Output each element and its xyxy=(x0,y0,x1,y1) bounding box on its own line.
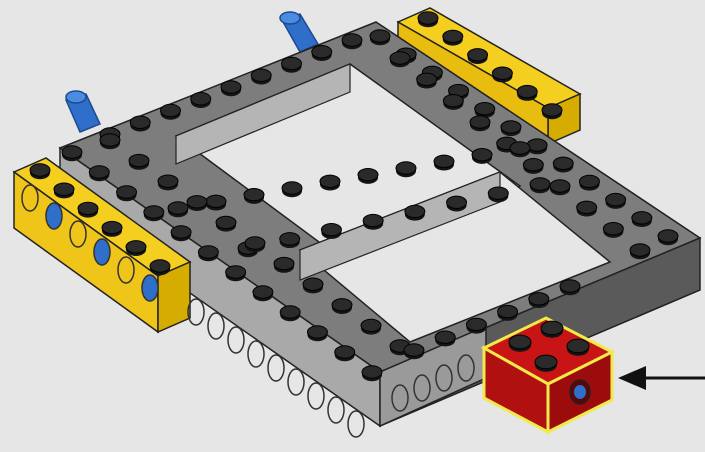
stud-icon xyxy=(468,49,488,64)
stud-icon xyxy=(150,260,170,275)
stud-icon xyxy=(78,202,98,217)
stud-icon xyxy=(470,116,490,131)
stud-icon xyxy=(100,134,120,149)
stud-icon xyxy=(321,224,341,239)
stud-icon xyxy=(658,230,678,245)
stud-icon xyxy=(630,244,650,259)
stud-icon xyxy=(54,183,74,198)
stud-icon xyxy=(335,346,355,361)
stud-icon xyxy=(606,193,626,208)
stud-icon xyxy=(541,321,563,338)
stud-icon xyxy=(405,205,425,220)
stud-icon xyxy=(358,168,378,183)
stud-icon xyxy=(488,187,508,202)
stud-icon xyxy=(161,104,181,119)
stud-icon xyxy=(307,326,327,341)
stud-icon xyxy=(362,366,382,381)
stud-icon xyxy=(579,175,599,190)
stud-icon xyxy=(498,305,518,320)
stud-icon xyxy=(418,12,438,27)
stud-icon xyxy=(245,237,265,252)
stud-icon xyxy=(542,104,562,119)
stud-icon xyxy=(529,293,549,308)
stud-icon xyxy=(577,201,597,216)
stud-icon xyxy=(472,148,492,163)
stud-icon xyxy=(102,221,122,236)
beam-hole xyxy=(46,203,62,229)
stud-icon xyxy=(523,158,543,173)
stud-icon xyxy=(130,116,150,131)
stud-icon xyxy=(553,157,573,172)
red-brick-hole xyxy=(570,380,590,404)
stud-icon xyxy=(191,93,211,108)
stud-icon xyxy=(390,52,410,67)
stud-icon xyxy=(251,69,271,84)
stud-icon xyxy=(417,73,437,88)
stud-icon xyxy=(226,266,246,281)
stud-icon xyxy=(206,195,226,210)
stud-icon xyxy=(530,178,550,193)
beam-hole xyxy=(94,239,110,265)
stud-icon xyxy=(370,30,390,45)
stud-icon xyxy=(447,196,467,211)
stud-icon xyxy=(443,94,463,109)
stud-icon xyxy=(361,319,381,334)
stud-icon xyxy=(535,355,557,372)
stud-icon xyxy=(253,286,273,301)
stud-icon xyxy=(550,180,570,195)
stud-icon xyxy=(158,175,178,190)
stud-icon xyxy=(303,278,323,293)
stud-icon xyxy=(89,166,109,181)
stud-icon xyxy=(443,30,463,45)
stud-icon xyxy=(144,206,164,221)
stud-icon xyxy=(396,162,416,177)
stud-icon xyxy=(62,146,82,161)
stud-icon xyxy=(244,188,264,203)
stud-icon xyxy=(363,214,383,229)
stud-icon xyxy=(282,182,302,197)
beam-hole xyxy=(142,275,158,301)
stud-icon xyxy=(117,186,137,201)
stud-icon xyxy=(560,280,580,295)
stud-icon xyxy=(187,196,207,211)
stud-icon xyxy=(168,202,188,217)
stud-icon xyxy=(129,154,149,169)
stud-icon xyxy=(501,121,521,136)
stud-icon xyxy=(466,318,486,333)
stud-icon xyxy=(171,226,191,241)
stud-icon xyxy=(312,46,332,61)
stud-icon xyxy=(434,155,454,170)
stud-icon xyxy=(510,142,530,157)
stud-icon xyxy=(282,57,302,72)
stud-icon xyxy=(280,306,300,321)
stud-icon xyxy=(332,299,352,314)
stud-icon xyxy=(435,331,455,346)
stud-icon xyxy=(567,339,589,356)
stud-icon xyxy=(126,241,146,256)
stud-icon xyxy=(216,216,236,231)
stud-icon xyxy=(30,164,50,179)
stud-icon xyxy=(509,335,531,352)
stud-icon xyxy=(320,175,340,190)
stud-icon xyxy=(342,34,362,49)
stud-icon xyxy=(492,67,512,82)
stud-icon xyxy=(280,233,300,248)
stud-icon xyxy=(517,85,537,100)
stud-icon xyxy=(404,344,424,359)
stud-icon xyxy=(274,257,294,272)
stud-icon xyxy=(221,81,241,96)
stud-icon xyxy=(198,246,218,261)
stud-icon xyxy=(632,212,652,227)
stud-icon xyxy=(603,222,623,237)
